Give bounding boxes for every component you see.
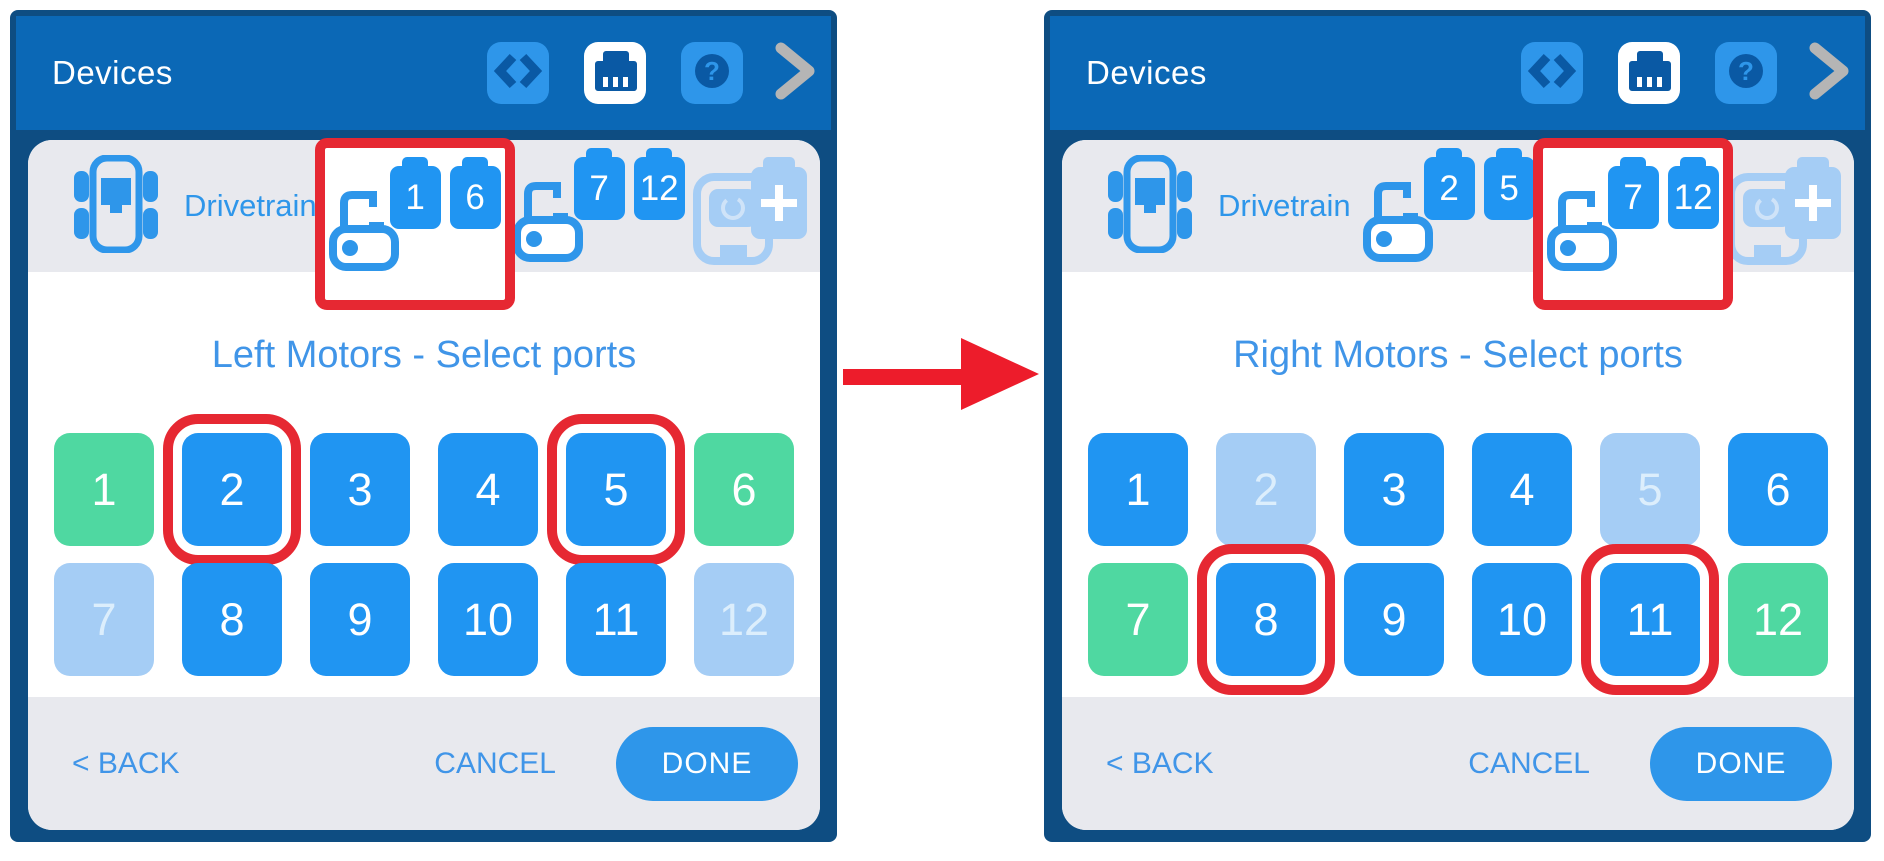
help-button[interactable] — [681, 42, 743, 104]
motor-icon — [1363, 177, 1433, 267]
chevron-right-icon — [1805, 40, 1853, 107]
port-grid: 1 2 3 4 5 6 7 8 9 10 11 12 — [1088, 433, 1828, 695]
card-footer: < BACK CANCEL DONE — [1062, 697, 1854, 830]
port-select-title: Right Motors - Select ports — [1233, 334, 1683, 376]
back-link[interactable]: < BACK — [72, 746, 180, 780]
motor-icon — [329, 186, 399, 276]
port-6[interactable]: 6 — [1728, 433, 1828, 546]
port-badge: 6 — [449, 166, 501, 229]
port-badge: 12 — [1667, 166, 1719, 229]
device-config-card: Drivetrain 2 5 7 12 — [1062, 138, 1854, 830]
motor-icon — [1547, 186, 1617, 276]
device-label: Drivetrain — [1218, 188, 1351, 223]
code-view-button[interactable] — [487, 42, 549, 104]
question-mark-icon — [681, 40, 743, 107]
port-9[interactable]: 9 — [310, 563, 410, 676]
left-motor-tab[interactable]: 2 5 — [1359, 143, 1539, 269]
device-config-card: Drivetrain 1 6 7 12 — [28, 138, 820, 830]
device-tabs-header: Drivetrain 2 5 7 12 — [1062, 138, 1854, 310]
port-11[interactable]: 11 — [566, 563, 666, 676]
motor-port-badges: 1 6 — [389, 166, 501, 229]
port-8[interactable]: 8 — [182, 563, 282, 676]
port-3[interactable]: 3 — [1344, 433, 1444, 546]
port-7[interactable]: 7 — [1088, 563, 1188, 676]
code-icon — [487, 40, 549, 107]
back-link[interactable]: < BACK — [1106, 746, 1214, 780]
port-12[interactable]: 12 — [694, 563, 794, 676]
done-button[interactable]: DONE — [1650, 726, 1832, 801]
add-device-button[interactable] — [689, 147, 817, 265]
devices-button[interactable] — [584, 42, 646, 104]
motor-icon — [513, 177, 583, 267]
chevron-right-icon — [771, 40, 819, 107]
port-badge: 7 — [1607, 166, 1659, 229]
port-grid: 1 2 3 4 5 6 7 8 9 10 11 12 — [54, 414, 794, 676]
port-10[interactable]: 10 — [1472, 563, 1572, 676]
port-badge: 12 — [633, 157, 685, 220]
device-label: Drivetrain — [184, 188, 317, 223]
drivetrain-icon — [72, 155, 160, 258]
motor-port-badges: 7 12 — [573, 157, 685, 220]
left-motor-tab[interactable]: 1 6 — [314, 138, 515, 310]
devices-button[interactable] — [1618, 42, 1680, 104]
port-badge: 7 — [573, 157, 625, 220]
done-button[interactable]: DONE — [616, 726, 798, 801]
collapse-panel-button[interactable] — [1803, 42, 1855, 104]
port-3[interactable]: 3 — [310, 433, 410, 546]
right-motor-tab[interactable]: 7 12 — [1532, 138, 1733, 310]
port-5[interactable]: 5 — [547, 414, 685, 565]
brain-icon — [1618, 40, 1680, 107]
device-tabs-header: Drivetrain 1 6 7 12 — [28, 138, 820, 310]
right-motor-tab[interactable]: 7 12 — [509, 143, 689, 269]
port-7[interactable]: 7 — [54, 563, 154, 676]
cancel-link[interactable]: CANCEL — [434, 746, 556, 780]
question-mark-icon — [1715, 40, 1777, 107]
port-1[interactable]: 1 — [1088, 433, 1188, 546]
port-2[interactable]: 2 — [163, 414, 301, 565]
port-12[interactable]: 12 — [1728, 563, 1828, 676]
brain-icon — [584, 40, 646, 107]
code-icon — [1521, 40, 1583, 107]
port-5[interactable]: 5 — [1600, 433, 1700, 546]
drivetrain-icon — [1106, 155, 1194, 258]
code-view-button[interactable] — [1521, 42, 1583, 104]
port-4[interactable]: 4 — [1472, 433, 1572, 546]
port-2[interactable]: 2 — [1216, 433, 1316, 546]
motor-port-badges: 7 12 — [1607, 166, 1719, 229]
port-6[interactable]: 6 — [694, 433, 794, 546]
titlebar: Devices — [1050, 16, 1865, 130]
titlebar: Devices — [16, 16, 831, 130]
page-title: Devices — [52, 54, 173, 91]
port-9[interactable]: 9 — [1344, 563, 1444, 676]
collapse-panel-button[interactable] — [769, 42, 821, 104]
port-select-content: Right Motors - Select ports 1 2 3 4 5 6 … — [1062, 272, 1854, 697]
motor-port-badges: 2 5 — [1423, 157, 1535, 220]
port-badge: 5 — [1483, 157, 1535, 220]
port-badge: 1 — [389, 166, 441, 229]
port-select-title: Left Motors - Select ports — [211, 334, 637, 376]
port-1[interactable]: 1 — [54, 433, 154, 546]
devices-panel-right: Devices Drivetrain 2 5 — [1044, 10, 1871, 842]
port-4[interactable]: 4 — [438, 433, 538, 546]
page-title: Devices — [1086, 54, 1207, 91]
flow-arrow — [843, 338, 1039, 410]
card-footer: < BACK CANCEL DONE — [28, 697, 820, 830]
cancel-link[interactable]: CANCEL — [1468, 746, 1590, 780]
help-button[interactable] — [1715, 42, 1777, 104]
port-11[interactable]: 11 — [1581, 544, 1719, 695]
add-device-button[interactable] — [1723, 147, 1851, 265]
port-10[interactable]: 10 — [438, 563, 538, 676]
port-badge: 2 — [1423, 157, 1475, 220]
port-select-content: Left Motors - Select ports 1 2 3 4 5 6 7… — [28, 272, 820, 697]
port-8[interactable]: 8 — [1197, 544, 1335, 695]
devices-panel-left: Devices Drivetrain 1 6 — [10, 10, 837, 842]
